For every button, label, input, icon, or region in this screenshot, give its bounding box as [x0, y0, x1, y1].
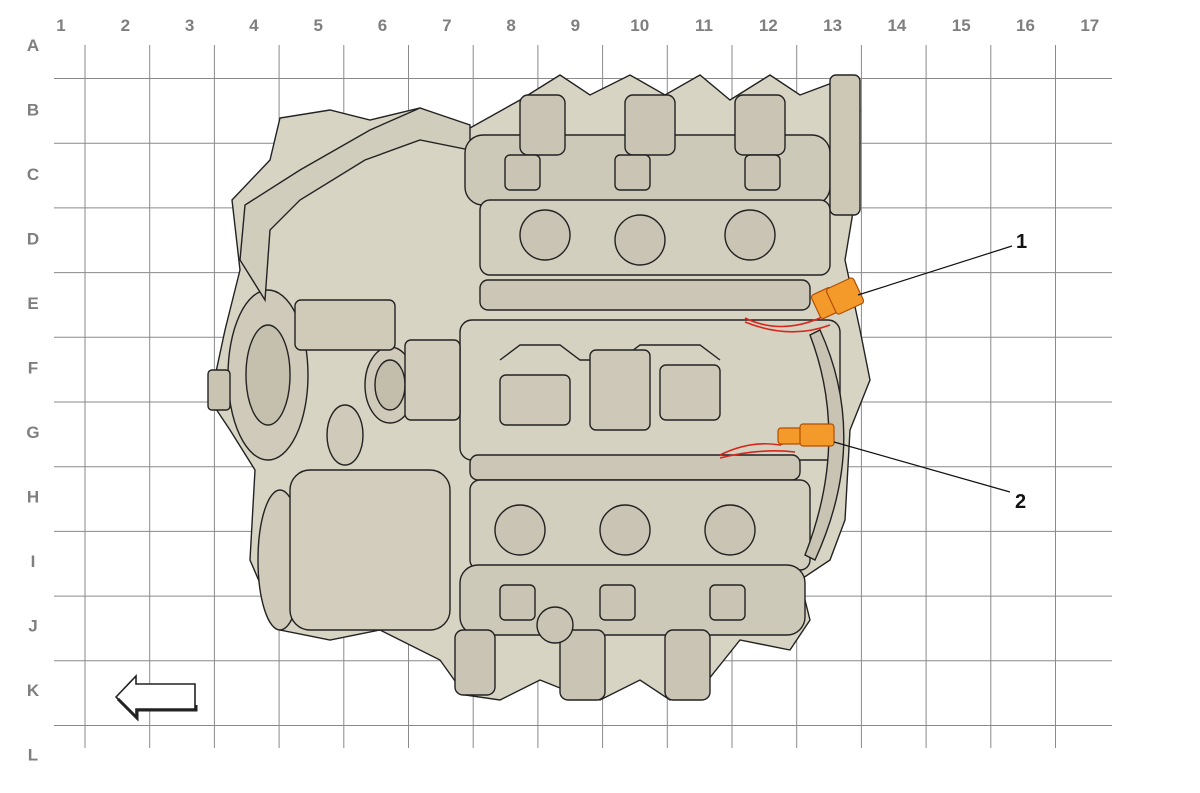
column-label: 6 — [378, 16, 387, 35]
row-label: G — [26, 423, 39, 442]
top-ignition-coils — [504, 94, 786, 266]
row-label: C — [27, 165, 39, 184]
column-label: 3 — [185, 16, 194, 35]
row-label: E — [27, 294, 38, 313]
leader-line-2 — [833, 441, 1011, 493]
row-labels: A B C D E F G H I J K L — [26, 36, 39, 765]
row-label: J — [28, 617, 37, 636]
row-label: A — [27, 36, 39, 55]
column-label: 12 — [759, 16, 778, 35]
wiring-harness-red — [719, 299, 836, 459]
column-label: 8 — [506, 16, 515, 35]
column-label: 2 — [121, 16, 130, 35]
column-label: 10 — [630, 16, 649, 35]
column-label: 5 — [313, 16, 322, 35]
callout-label-1: 1 — [1016, 231, 1027, 253]
column-label: 7 — [442, 16, 451, 35]
column-label: 16 — [1016, 16, 1035, 35]
leader-line-1 — [857, 245, 1013, 296]
row-label: B — [27, 101, 39, 120]
row-label: I — [31, 552, 36, 571]
direction-arrow-left-icon — [114, 674, 198, 722]
column-label: 1 — [56, 16, 65, 35]
bottom-fuel-rail — [469, 454, 801, 481]
column-label: 17 — [1080, 16, 1099, 35]
column-label: 9 — [571, 16, 580, 35]
column-label: 15 — [952, 16, 971, 35]
connector-1 — [810, 277, 865, 320]
bottom-ignition-coils — [454, 584, 746, 701]
row-label: K — [27, 681, 40, 700]
row-label: F — [28, 359, 38, 378]
connector-2 — [777, 423, 835, 447]
callout-label-2: 2 — [1015, 491, 1026, 513]
row-label: D — [27, 230, 39, 249]
flywheel-edge — [804, 329, 845, 561]
row-label: H — [27, 488, 39, 507]
top-fuel-rail — [479, 279, 811, 311]
v8-engine-top-view-drawing — [207, 74, 871, 701]
column-label: 13 — [823, 16, 842, 35]
column-label: 14 — [887, 16, 906, 35]
column-label: 11 — [695, 16, 713, 35]
row-label: L — [28, 746, 38, 765]
front-hub — [207, 369, 231, 411]
column-label: 4 — [249, 16, 259, 35]
